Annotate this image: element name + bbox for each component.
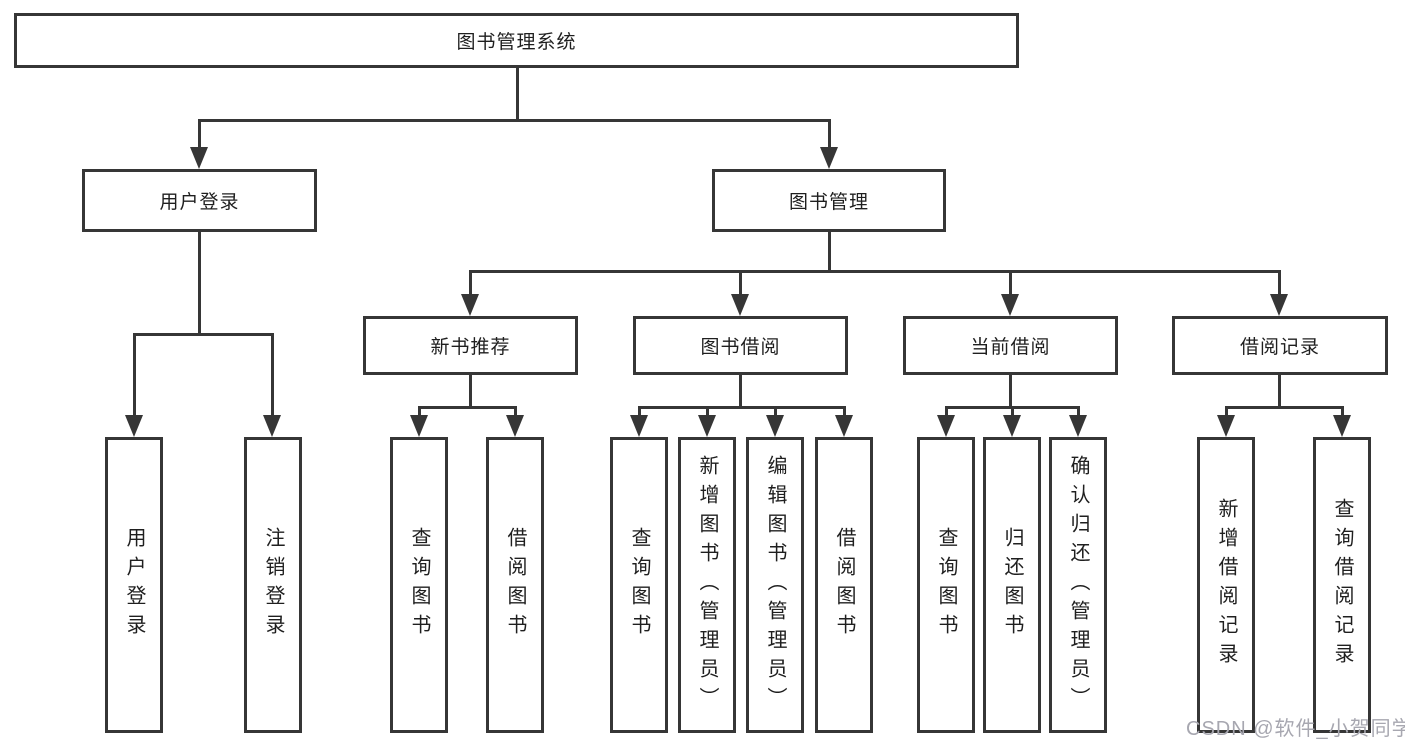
node-label: 借阅记录: [1239, 337, 1320, 358]
connector-drop-borrow-records: [1278, 270, 1281, 296]
arrow-down-icon: [263, 415, 281, 437]
leaf-user-login: 用户登录: [105, 437, 163, 733]
leaf-confirm-return-admin: 确认归还（管理员）: [1049, 437, 1107, 733]
leaf-return-books: 归还图书: [983, 437, 1041, 733]
arrow-down-icon: [1069, 415, 1087, 437]
node-label: 图书借阅: [700, 337, 781, 358]
arrow-down-icon: [461, 294, 479, 316]
connector-drop-leaf-logout: [271, 333, 274, 416]
connector-drop-cb-return: [1011, 406, 1014, 418]
connector-drop-nb-borrow: [514, 406, 517, 418]
connector-borrow-records-vline: [1278, 375, 1281, 409]
arrow-down-icon: [698, 415, 716, 437]
node-book-management: 图书管理: [712, 169, 946, 232]
connector-drop-user-login: [198, 119, 201, 150]
connector-drop-bb-edit: [774, 406, 777, 418]
arrow-down-icon: [125, 415, 143, 437]
arrow-down-icon: [410, 415, 428, 437]
connector-drop-br-query: [1341, 406, 1344, 418]
connector-new-books-vline: [469, 375, 472, 409]
leaf-label: 新增图书（管理员）: [696, 454, 718, 716]
leaf-edit-books-admin: 编辑图书（管理员）: [746, 437, 804, 733]
connector-drop-br-add: [1225, 406, 1228, 418]
leaf-add-books-admin: 新增图书（管理员）: [678, 437, 736, 733]
node-user-login: 用户登录: [82, 169, 317, 232]
connector-drop-book-borrow: [739, 270, 742, 296]
arrow-down-icon: [506, 415, 524, 437]
leaf-query-books-borrow: 查询图书: [610, 437, 668, 733]
connector-current-borrow-vline: [1009, 375, 1012, 409]
arrow-down-icon: [190, 147, 208, 169]
connector-drop-bb-borrow: [843, 406, 846, 418]
leaf-label: 确认归还（管理员）: [1067, 454, 1089, 716]
leaf-label: 借阅图书: [504, 527, 526, 643]
node-label: 用户登录: [159, 192, 240, 213]
arrow-down-icon: [1001, 294, 1019, 316]
leaf-logout-login: 注销登录: [244, 437, 302, 733]
leaf-query-books-current: 查询图书: [917, 437, 975, 733]
connector-drop-bb-add: [706, 406, 709, 418]
arrow-down-icon: [1217, 415, 1235, 437]
arrow-down-icon: [1333, 415, 1351, 437]
node-label: 图书管理系统: [456, 32, 577, 53]
leaf-label: 借阅图书: [833, 527, 855, 643]
connector-drop-cb-query: [945, 406, 948, 418]
node-label: 当前借阅: [970, 337, 1051, 358]
node-new-book-recommend: 新书推荐: [363, 316, 578, 375]
leaf-label: 查询借阅记录: [1331, 498, 1353, 672]
connector-drop-bb-query: [638, 406, 641, 418]
leaf-label: 注销登录: [262, 527, 284, 643]
node-book-borrow: 图书借阅: [633, 316, 848, 375]
connector-drop-nb-query: [418, 406, 421, 418]
leaf-label: 归还图书: [1001, 527, 1023, 643]
connector-drop-cb-confirm: [1077, 406, 1080, 418]
leaf-label: 新增借阅记录: [1215, 498, 1237, 672]
leaf-borrow-books-recommend: 借阅图书: [486, 437, 544, 733]
leaf-query-books-recommend: 查询图书: [390, 437, 448, 733]
arrow-down-icon: [937, 415, 955, 437]
arrow-down-icon: [1270, 294, 1288, 316]
node-library-management-system: 图书管理系统: [14, 13, 1019, 68]
arrow-down-icon: [630, 415, 648, 437]
connector-user-login-hline: [133, 333, 274, 336]
leaf-label: 查询图书: [628, 527, 650, 643]
node-label: 图书管理: [788, 192, 869, 213]
arrow-down-icon: [766, 415, 784, 437]
connector-new-books-hline: [418, 406, 517, 409]
arrow-down-icon: [1003, 415, 1021, 437]
arrow-down-icon: [820, 147, 838, 169]
node-borrow-records: 借阅记录: [1172, 316, 1388, 375]
connector-book-mgmt-vline: [828, 232, 831, 273]
connector-drop-new-books: [469, 270, 472, 296]
leaf-label: 查询图书: [935, 527, 957, 643]
connector-root-vline: [516, 66, 519, 122]
connector-borrow-records-hline: [1225, 406, 1343, 409]
connector-book-borrow-hline: [638, 406, 845, 409]
connector-root-hline: [198, 119, 830, 122]
arrow-down-icon: [731, 294, 749, 316]
leaf-label: 用户登录: [123, 527, 145, 643]
connector-book-mgmt-hline: [469, 270, 1281, 273]
leaf-label: 查询图书: [408, 527, 430, 643]
leaf-borrow-books: 借阅图书: [815, 437, 873, 733]
leaf-label: 编辑图书（管理员）: [764, 454, 786, 716]
connector-drop-leaf-user-login: [133, 333, 136, 416]
connector-drop-current-borrow: [1009, 270, 1012, 296]
connector-user-login-vline: [198, 232, 201, 336]
node-current-borrow: 当前借阅: [903, 316, 1118, 375]
node-label: 新书推荐: [430, 337, 511, 358]
leaf-add-borrow-record: 新增借阅记录: [1197, 437, 1255, 733]
connector-drop-book-management: [828, 119, 831, 150]
csdn-watermark: CSDN @软件_小贺同学: [1186, 718, 1405, 740]
leaf-query-borrow-record: 查询借阅记录: [1313, 437, 1371, 733]
arrow-down-icon: [835, 415, 853, 437]
connector-book-borrow-vline: [739, 375, 742, 409]
